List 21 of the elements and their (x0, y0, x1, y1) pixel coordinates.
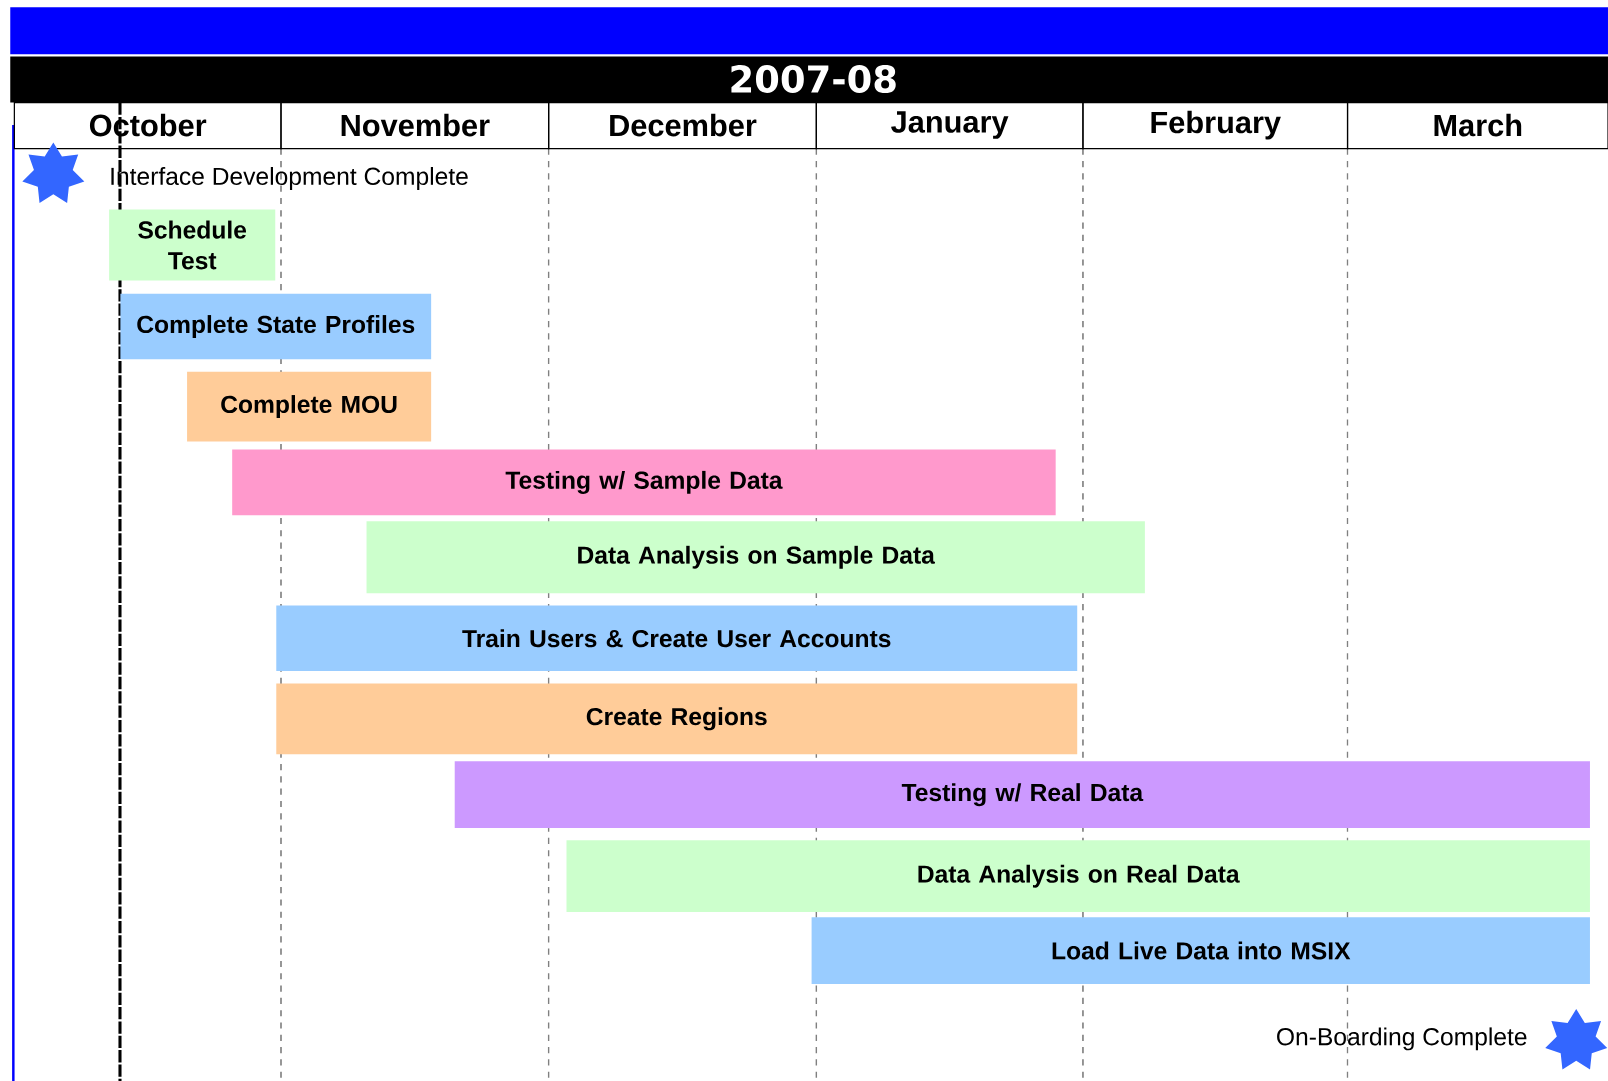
task-bar: Train Users & Create User Accounts (276, 605, 1078, 672)
milestone-label: Interface Development Complete (111, 167, 468, 190)
month-cell: December (548, 102, 817, 150)
month-cell: March (1346, 102, 1608, 150)
month-cell: February (1082, 102, 1349, 150)
milestone-star (22, 142, 85, 204)
task-bar: Data Analysis on Real Data (566, 840, 1590, 913)
month-cell: January (815, 102, 1084, 150)
task-bar: Data Analysis on Sample Data (366, 521, 1145, 594)
task-bar: Testing w/ Sample Data (232, 449, 1056, 516)
task-bar: Complete State Profiles (120, 293, 432, 360)
task-bar: Load Live Data into MSIX (811, 917, 1590, 984)
milestone-star (1545, 1009, 1608, 1070)
milestone-label: On-Boarding Complete (1277, 1027, 1527, 1051)
task-bar: Create Regions (276, 683, 1078, 755)
task-bar: Testing w/ Real Data (454, 761, 1590, 829)
title-bar: 2007-08 (10, 56, 1608, 103)
month-cell: November (280, 102, 550, 150)
month-cell: October (13, 102, 282, 150)
task-bar: Complete MOU (187, 371, 432, 442)
task-bar: Schedule Test (109, 209, 276, 281)
